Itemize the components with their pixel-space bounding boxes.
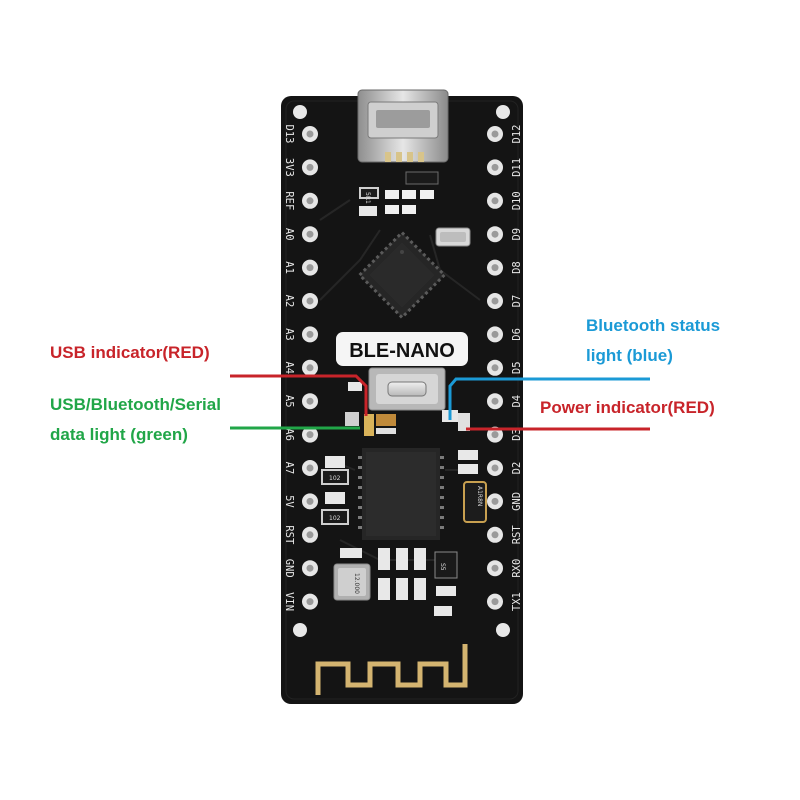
top-components: [359, 171, 439, 216]
right-pin-label: D2: [511, 462, 523, 475]
right-pin-hole-inner: [491, 397, 499, 405]
left-pin-label: 5V: [283, 495, 295, 508]
left-pin-hole-inner: [306, 264, 314, 272]
regulator-marking: S5: [439, 563, 446, 571]
pcb-antenna: [315, 644, 468, 695]
left-pin-hole-inner: [306, 130, 314, 138]
left-pin-hole-inner: [306, 464, 314, 472]
right-pin-label: D7: [511, 295, 523, 308]
micro-usb-port: [357, 89, 449, 163]
right-pin-hole-inner: [491, 297, 499, 305]
right-pin-label: D5: [511, 361, 523, 374]
right-pin-label: D3: [511, 428, 523, 441]
right-pin-label: RX0: [511, 559, 523, 578]
usb-indicator-leader-line: [230, 374, 368, 416]
usb-indicator-led: [348, 382, 362, 391]
right-pin-hole-inner: [491, 531, 499, 539]
right-pin-hole-inner: [491, 564, 499, 572]
data-light-callout: USB/Bluetooth/Serial data light (green): [50, 390, 221, 450]
right-pin-label: GND: [511, 492, 523, 511]
left-pin-label: VIN: [283, 592, 295, 611]
left-pin-label: GND: [283, 559, 295, 578]
mcu-chip: [357, 230, 447, 320]
left-pin-hole-inner: [306, 497, 314, 505]
right-pin-hole-inner: [491, 464, 499, 472]
left-pin-hole-inner: [306, 531, 314, 539]
ble-module-chip: [358, 448, 444, 540]
board-name-badge: BLE-NANO: [336, 332, 468, 366]
bt-status-callout: Bluetooth status light (blue): [586, 311, 720, 371]
board-name: BLE-NANO: [349, 340, 455, 362]
left-pin-hole-inner: [306, 163, 314, 171]
left-pin-label: A4: [283, 361, 295, 374]
left-pin-label: A1: [283, 261, 295, 274]
left-pin-hole-inner: [306, 197, 314, 205]
right-pin-hole-inner: [491, 197, 499, 205]
left-pin-hole-inner: [306, 431, 314, 439]
right-pin-label: D6: [511, 328, 523, 341]
power-indicator-label: Power indicator(RED): [540, 398, 715, 417]
left-small-components: [321, 456, 349, 525]
data-light-label-line2: data light (green): [50, 425, 188, 444]
right-pin-label: TX1: [511, 592, 523, 611]
left-pin-hole-inner: [306, 297, 314, 305]
right-pin-label: D12: [511, 125, 523, 144]
reset-button[interactable]: [368, 367, 446, 411]
right-pin-label: D4: [511, 395, 523, 408]
resistor-marking: 5R1: [364, 192, 371, 204]
left-pin-label: A3: [283, 328, 295, 341]
left-pin-hole-inner: [306, 364, 314, 372]
right-pin-hole-inner: [491, 598, 499, 606]
right-pin-hole-inner: [491, 364, 499, 372]
right-pin-hole-inner: [491, 230, 499, 238]
resistor-a-marking: 102: [329, 475, 341, 482]
right-pin-hole-inner: [491, 431, 499, 439]
status-led-group: [376, 410, 470, 434]
right-pin-hole-inner: [491, 330, 499, 338]
right-pin-hole-inner: [491, 130, 499, 138]
left-pin-label: A2: [283, 295, 295, 308]
right-pin-label: D9: [511, 228, 523, 241]
left-pin-label: RST: [283, 525, 295, 545]
crystal-marking: 12.000: [353, 573, 360, 594]
left-pin-hole-inner: [306, 564, 314, 572]
left-pin-hole-inner: [306, 397, 314, 405]
crystal-oscillator: [333, 563, 371, 601]
left-pin-hole-inner: [306, 598, 314, 606]
bt-status-label-line1: Bluetooth status: [586, 316, 721, 335]
usb-indicator-label: USB indicator(RED): [50, 343, 210, 362]
left-pin-label: A7: [283, 462, 295, 475]
data-light-led: [345, 412, 374, 436]
left-pin-hole-inner: [306, 330, 314, 338]
right-pin-hole-inner: [491, 497, 499, 505]
resistor-b-marking: 102: [329, 515, 341, 522]
bt-status-leader-line: [448, 377, 650, 420]
data-light-label-line1: USB/Bluetooth/Serial: [50, 395, 221, 414]
right-pin-hole-inner: [491, 163, 499, 171]
left-pin-label: A0: [283, 228, 295, 241]
right-pin-label: D11: [511, 158, 523, 177]
bottom-components: [340, 548, 458, 616]
right-pin-label: D8: [511, 261, 523, 274]
mounting-holes: [293, 105, 510, 637]
right-pin-hole-inner: [491, 264, 499, 272]
left-pin-label: 3V3: [283, 158, 295, 177]
usb-indicator-callout: USB indicator(RED): [50, 338, 210, 368]
left-pin-label: REF: [283, 191, 295, 210]
left-pin-label: A5: [283, 395, 295, 408]
right-pin-label: RST: [511, 525, 523, 545]
left-pin-label: A6: [283, 428, 295, 441]
right-pin-label: D10: [511, 191, 523, 210]
bt-status-label-line2: light (blue): [586, 346, 673, 365]
oscillator-marking: A1R8N: [476, 486, 483, 506]
left-pin-hole-inner: [306, 230, 314, 238]
left-pin-label: D13: [283, 125, 295, 144]
power-indicator-callout: Power indicator(RED): [540, 393, 715, 423]
right-small-components: [458, 450, 487, 523]
